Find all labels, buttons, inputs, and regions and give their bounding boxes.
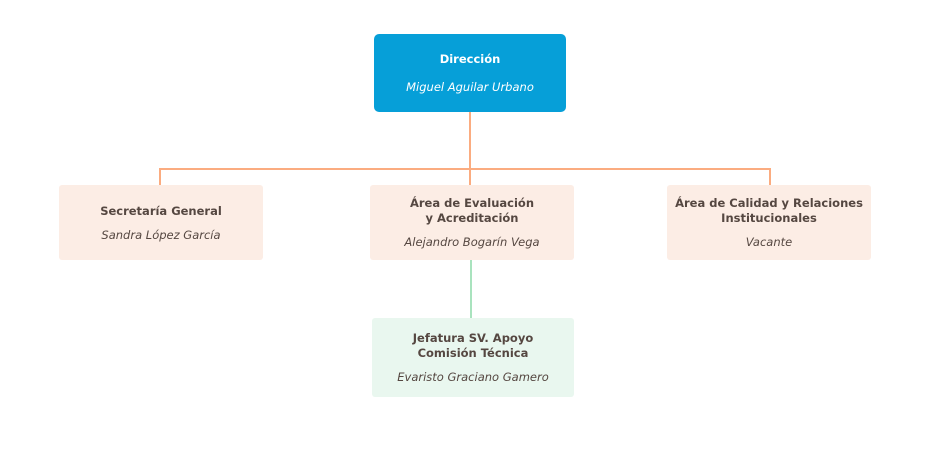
connector-drop-area-evaluacion	[469, 168, 471, 185]
node-secretaria-general[interactable]: Secretaría General Sandra López García	[59, 185, 263, 260]
node-area-calidad-relaciones[interactable]: Área de Calidad y Relaciones Institucion…	[667, 185, 871, 260]
connector-level2-horizontal	[159, 168, 771, 170]
node-jefatura-sv-apoyo[interactable]: Jefatura SV. Apoyo Comisión Técnica Evar…	[372, 318, 574, 397]
node-person: Sandra López García	[101, 227, 221, 242]
connector-drop-secretaria-general	[159, 168, 161, 185]
node-title: Secretaría General	[100, 203, 222, 218]
connector-root-stem	[469, 112, 471, 169]
connector-drop-area-calidad	[769, 168, 771, 185]
node-title: Área de Calidad y Relaciones Institucion…	[675, 196, 863, 225]
node-title: Área de Evaluación y Acreditación	[409, 196, 535, 225]
node-person: Miguel Aguilar Urbano	[406, 80, 534, 94]
node-direccion[interactable]: Dirección Miguel Aguilar Urbano	[374, 34, 566, 112]
node-title: Dirección	[439, 52, 501, 66]
connector-jefatura-stem	[470, 260, 472, 318]
node-person: Vacante	[745, 235, 793, 249]
node-person: Alejandro Bogarín Vega	[404, 235, 540, 249]
node-area-evaluacion-acreditacion[interactable]: Área de Evaluación y Acreditación Alejan…	[370, 185, 574, 260]
node-title: Jefatura SV. Apoyo Comisión Técnica	[412, 331, 534, 360]
node-person: Evaristo Graciano Gamero	[397, 370, 549, 384]
